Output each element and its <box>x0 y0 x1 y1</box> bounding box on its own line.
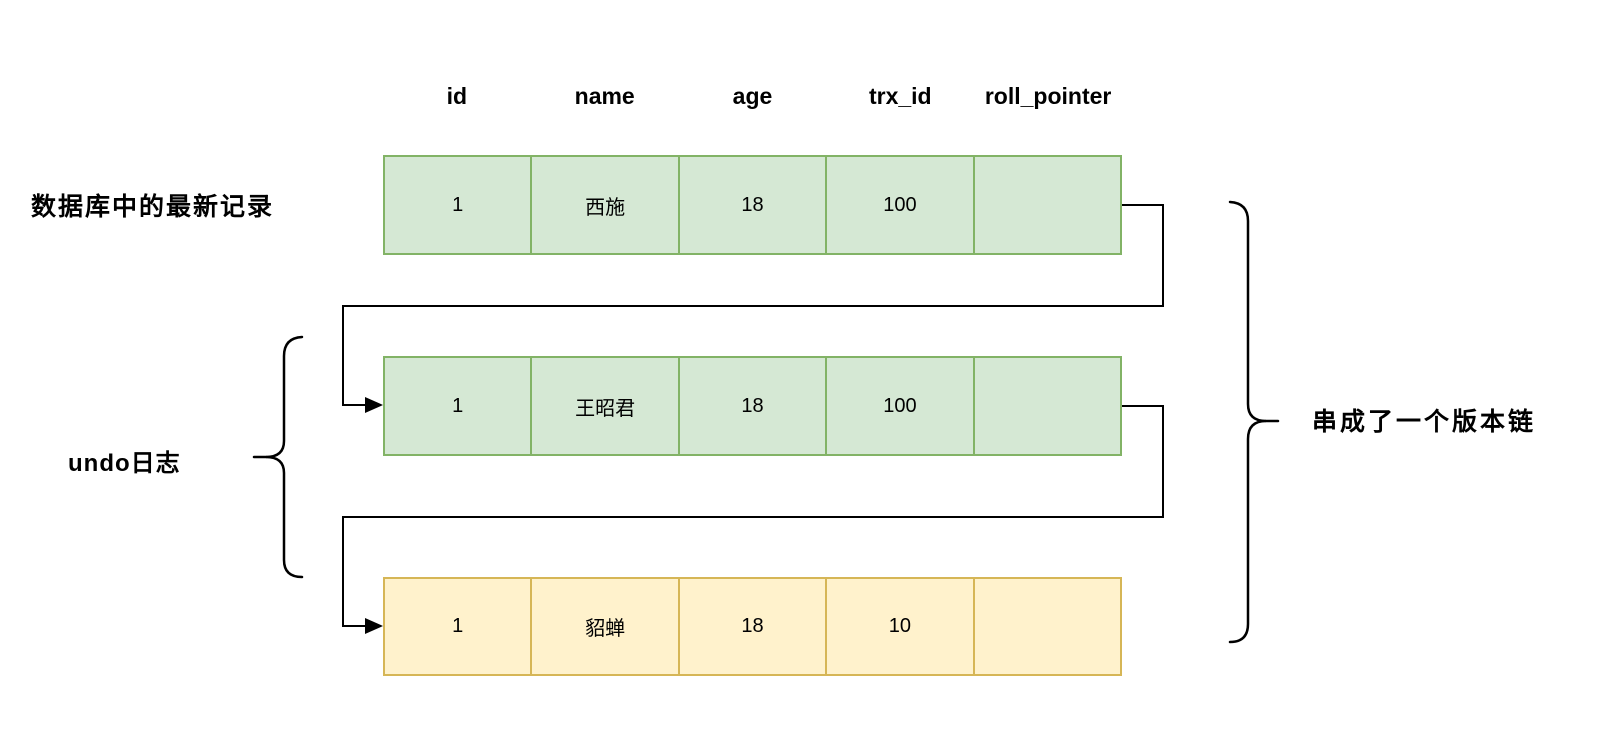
cell-trx-id: 10 <box>827 579 975 674</box>
cell-name: 貂蝉 <box>532 579 680 674</box>
cell-age: 18 <box>680 579 828 674</box>
header-trx-id: trx_id <box>868 82 932 109</box>
cell-id: 1 <box>385 579 533 674</box>
record-row-undo-2: 1 貂蝉 18 10 <box>383 577 1122 676</box>
cell-age: 18 <box>680 358 828 454</box>
cell-roll-pointer <box>975 157 1120 253</box>
cell-id: 1 <box>385 157 533 253</box>
arrowhead-row3 <box>365 618 383 634</box>
column-headers: id name age trx_id roll_pointer <box>383 78 1122 114</box>
cell-age: 18 <box>680 157 828 253</box>
label-latest-record: 数据库中的最新记录 <box>31 193 275 221</box>
cell-roll-pointer <box>975 579 1120 674</box>
cell-roll-pointer <box>975 358 1120 454</box>
header-roll-pointer: roll_pointer <box>984 82 1112 109</box>
header-name: name <box>574 82 635 109</box>
cell-trx-id: 100 <box>827 157 975 253</box>
cell-name: 西施 <box>532 157 680 253</box>
connector-row1-to-row2 <box>342 204 1164 406</box>
cell-id: 1 <box>385 358 533 454</box>
label-version-chain: 串成了一个版本链 <box>1312 408 1537 436</box>
cell-trx-id: 100 <box>827 358 975 454</box>
header-age: age <box>732 82 773 109</box>
record-row-undo-1: 1 王昭君 18 100 <box>383 356 1122 456</box>
header-id: id <box>446 82 468 109</box>
arrowhead-row2 <box>365 397 383 413</box>
label-undo-log: undo日志 <box>68 450 181 477</box>
cell-name: 王昭君 <box>532 358 680 454</box>
undo-log-brace <box>265 335 304 579</box>
version-chain-brace <box>1228 200 1267 644</box>
record-row-latest: 1 西施 18 100 <box>383 155 1122 255</box>
connector-row2-to-row3 <box>342 405 1164 627</box>
